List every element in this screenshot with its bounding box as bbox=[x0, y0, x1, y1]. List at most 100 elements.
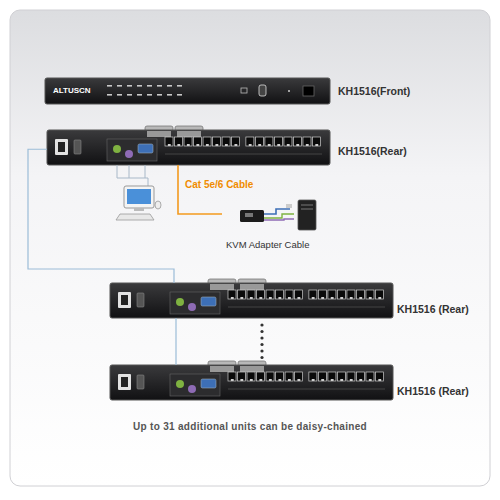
rj45-latch bbox=[378, 297, 381, 299]
adapter-label: KVM Adapter Cable bbox=[226, 240, 309, 251]
rj45-latch bbox=[288, 297, 291, 299]
rj45-port bbox=[247, 290, 255, 299]
chain-port-face bbox=[147, 131, 171, 137]
rj45-port bbox=[184, 137, 192, 146]
rj45-latch bbox=[277, 144, 280, 146]
continuation-dot bbox=[260, 330, 263, 333]
rj45-port bbox=[328, 290, 336, 299]
led bbox=[147, 85, 152, 87]
rj45-port bbox=[356, 290, 364, 299]
console-port bbox=[259, 85, 266, 96]
rj45-port bbox=[265, 137, 273, 146]
rj45-port bbox=[284, 137, 292, 146]
rj45-latch bbox=[240, 297, 243, 299]
front-unit: ALTUSCNKH1516(Front) bbox=[45, 78, 415, 104]
rj45-latch bbox=[225, 144, 228, 146]
rj45-port bbox=[255, 137, 263, 146]
power-socket bbox=[118, 292, 131, 308]
rear-unit: KH1516 (Rear) bbox=[110, 365, 473, 400]
rj45-port bbox=[228, 290, 236, 299]
rj45-latch bbox=[287, 144, 290, 146]
rj45-latch bbox=[321, 379, 324, 381]
power-switch bbox=[74, 140, 81, 154]
daisy-chain-cable bbox=[28, 149, 174, 283]
usb-port bbox=[241, 88, 247, 93]
power-socket bbox=[118, 374, 131, 390]
rj45-latch bbox=[234, 144, 237, 146]
rj45-latch bbox=[288, 379, 291, 381]
rj45-port bbox=[165, 137, 173, 146]
rj45-latch bbox=[215, 144, 218, 146]
unit-label: KH1516(Rear) bbox=[338, 145, 407, 157]
chain-port-face bbox=[177, 131, 201, 137]
continuation-dot bbox=[260, 336, 263, 339]
rj45-latch bbox=[249, 144, 252, 146]
continuation-dot bbox=[260, 356, 263, 359]
device-body bbox=[110, 283, 393, 318]
led bbox=[167, 85, 172, 87]
rj45-port bbox=[328, 372, 336, 381]
ps2-keyboard bbox=[176, 380, 184, 388]
led bbox=[107, 85, 112, 87]
rj45-port bbox=[276, 372, 284, 381]
rj45-port bbox=[309, 290, 317, 299]
led bbox=[127, 85, 132, 87]
adapter-cable bbox=[264, 209, 290, 214]
ps2-keyboard bbox=[113, 145, 121, 153]
led bbox=[137, 85, 142, 87]
adapter-label bbox=[245, 213, 253, 217]
rear-panel bbox=[110, 279, 393, 318]
adapter-cable bbox=[264, 214, 294, 218]
rj45-port bbox=[293, 137, 301, 146]
rj45-latch bbox=[250, 297, 253, 299]
rj45-latch bbox=[315, 144, 318, 146]
ps2-mouse bbox=[188, 385, 196, 393]
led bbox=[117, 85, 122, 87]
continuation-dot bbox=[260, 343, 263, 346]
background-panel bbox=[10, 10, 490, 486]
caption: Up to 31 additional units can be daisy-c… bbox=[0, 421, 500, 432]
console-block bbox=[170, 374, 220, 396]
button bbox=[303, 86, 314, 96]
rj45-latch bbox=[369, 297, 372, 299]
power-socket-inner bbox=[121, 377, 128, 387]
rj45-latch bbox=[259, 297, 262, 299]
console-station bbox=[116, 165, 161, 220]
rj45-latch bbox=[259, 379, 262, 381]
rj45-latch bbox=[350, 297, 353, 299]
adapter-node: KVM Adapter Cable bbox=[222, 198, 314, 254]
rj45-latch bbox=[312, 379, 315, 381]
rj45-port bbox=[366, 372, 374, 381]
chain-port-face bbox=[240, 284, 264, 290]
rj45-port bbox=[347, 372, 355, 381]
rj45-port bbox=[303, 137, 311, 146]
rear-unit: KH1516(Rear) bbox=[47, 130, 411, 165]
kvm-adapter bbox=[240, 200, 316, 230]
rj45-port bbox=[356, 372, 364, 381]
continuation-dot bbox=[260, 349, 263, 352]
led bbox=[117, 94, 122, 96]
rj45-port bbox=[318, 372, 326, 381]
rj45-latch bbox=[350, 379, 353, 381]
monitor-screen bbox=[127, 189, 151, 204]
unit-label: KH1516 (Rear) bbox=[397, 385, 469, 397]
rj45-port bbox=[266, 290, 274, 299]
rj45-port bbox=[285, 372, 293, 381]
indicator bbox=[288, 90, 290, 92]
rj45-port bbox=[228, 372, 236, 381]
led bbox=[147, 94, 152, 96]
rj45-latch bbox=[340, 379, 343, 381]
rj45-port bbox=[222, 137, 230, 146]
ps2-mouse bbox=[188, 303, 196, 311]
rj45-port bbox=[257, 290, 265, 299]
rj45-latch bbox=[268, 144, 271, 146]
rj45-latch bbox=[369, 379, 372, 381]
ps2-keyboard bbox=[176, 298, 184, 306]
power-switch bbox=[137, 375, 144, 389]
server-drive bbox=[301, 205, 313, 206]
vga-port bbox=[201, 379, 216, 388]
rear-unit: KH1516 (Rear) bbox=[110, 283, 473, 318]
chain-port-face bbox=[210, 284, 234, 290]
rj45-port bbox=[232, 137, 240, 146]
chain-port-face bbox=[210, 366, 234, 372]
